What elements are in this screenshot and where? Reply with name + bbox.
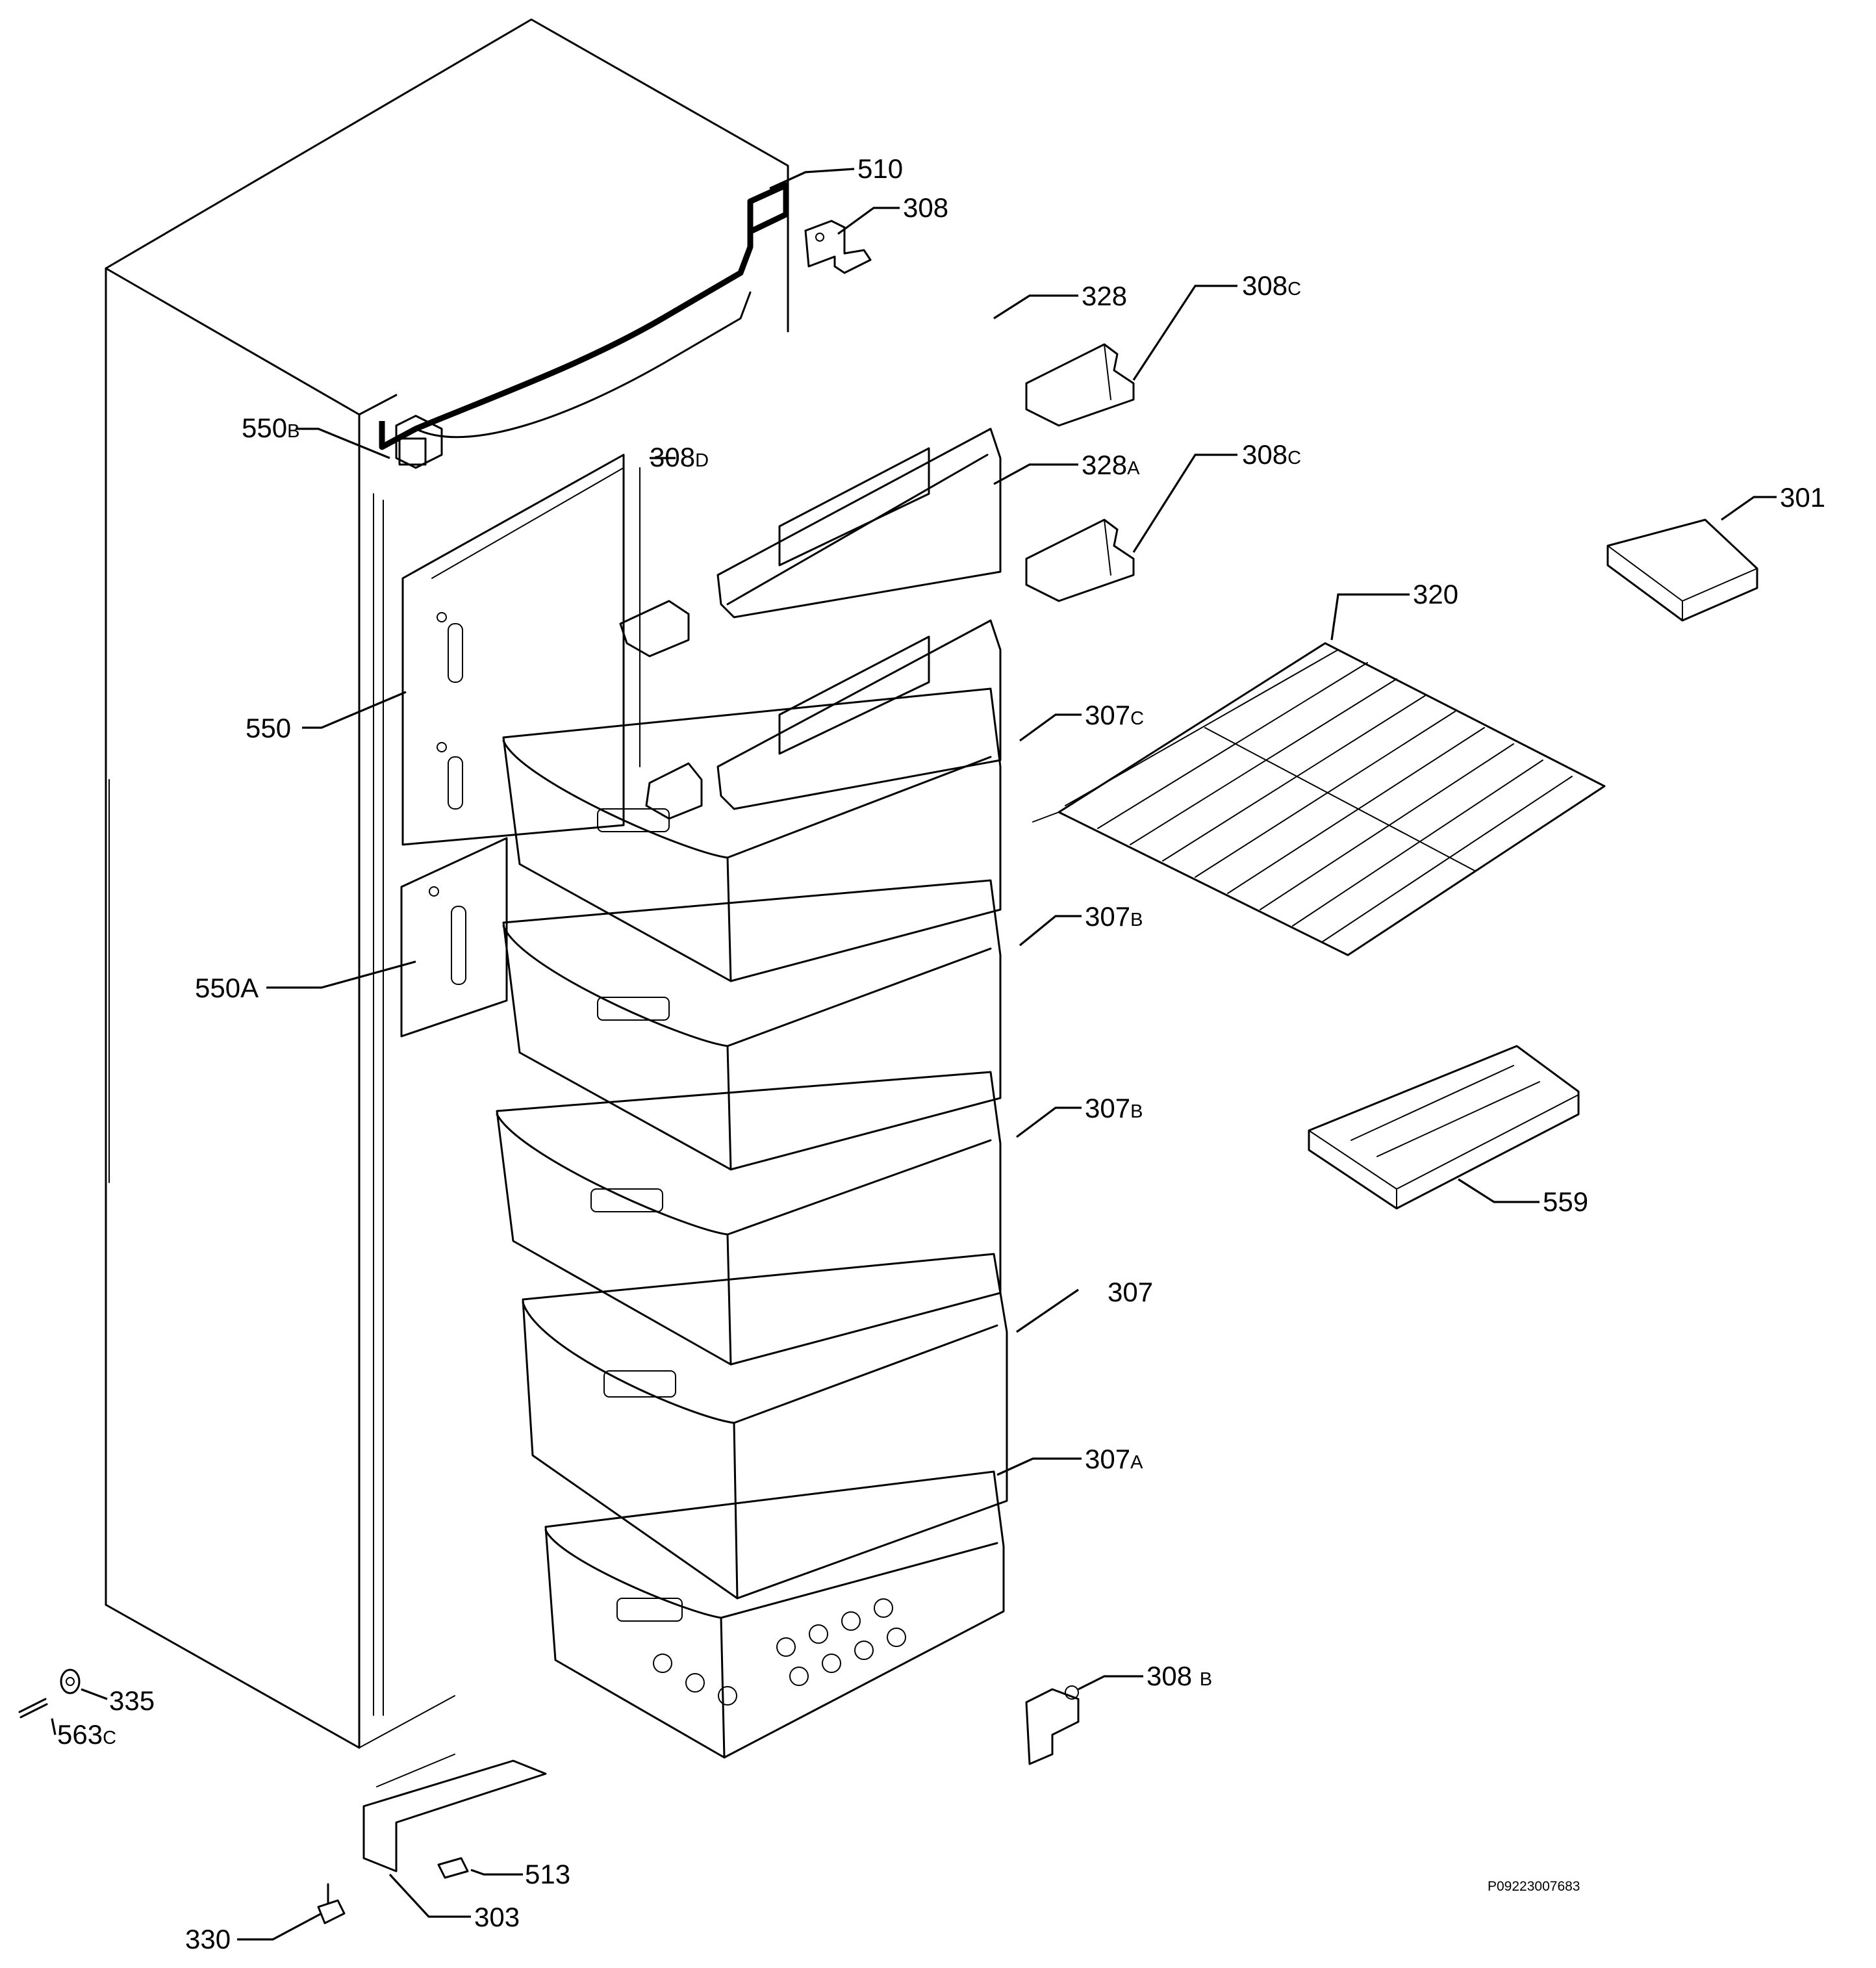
liner-panel-550a <box>400 837 508 1038</box>
label-330: 330 <box>185 1924 231 1954</box>
label-307: 307 <box>1108 1277 1153 1307</box>
pin-563c <box>18 1698 48 1719</box>
label-563c: 563C <box>57 1719 116 1750</box>
leader-lines <box>51 168 1777 1941</box>
wire-shelf-320 <box>1032 642 1606 956</box>
adjustable-foot-330 <box>317 1883 346 1924</box>
tray-559 <box>1308 1045 1580 1210</box>
drawer-307c <box>502 687 1002 982</box>
hinge-308b <box>1025 1685 1080 1765</box>
drawer-307 <box>522 1253 1008 1600</box>
label-550: 550 <box>246 713 291 743</box>
cabinet-body <box>105 18 789 1749</box>
label-308d: 308D <box>650 442 709 472</box>
drawer-front-328a <box>716 619 1002 810</box>
label-308: 308 <box>903 192 948 223</box>
label-301: 301 <box>1780 482 1825 513</box>
ice-tray-301 <box>1606 518 1758 622</box>
label-303: 303 <box>474 1902 520 1932</box>
label-308c-2: 308C <box>1242 439 1301 470</box>
label-328a: 328A <box>1082 450 1140 480</box>
label-307a: 307A <box>1085 1444 1143 1474</box>
drawer-front-328 <box>716 428 1002 619</box>
guide-308c-2 <box>1025 518 1135 602</box>
drawing-code: P09223007683 <box>1488 1879 1580 1894</box>
label-550a: 550A <box>195 973 259 1003</box>
label-335: 335 <box>109 1685 155 1716</box>
label-550b: 550B <box>242 413 299 443</box>
drawer-307b-2 <box>496 1071 1002 1366</box>
label-513: 513 <box>525 1859 570 1889</box>
label-510: 510 <box>857 153 903 184</box>
drawer-307b-1 <box>502 879 1002 1171</box>
label-308c-1: 308C <box>1242 270 1301 301</box>
guide-308d <box>619 467 703 820</box>
label-307b-1: 307B <box>1085 901 1143 932</box>
part-labels: 510 308 328 308C 550B 308D 328A 308C 301… <box>57 153 1825 1954</box>
hinge-308 <box>804 220 872 274</box>
label-307b-2: 307B <box>1085 1093 1143 1123</box>
kick-plate-303 <box>362 1754 547 1879</box>
top-rail-510 <box>379 182 789 469</box>
label-559: 559 <box>1543 1186 1588 1217</box>
label-328: 328 <box>1082 281 1127 311</box>
drawer-307a <box>544 1470 1005 1759</box>
guide-308c-1 <box>1025 343 1135 427</box>
label-320: 320 <box>1413 579 1458 609</box>
label-308b: 308 B <box>1147 1661 1212 1691</box>
cap-335 <box>60 1668 81 1694</box>
label-307c: 307C <box>1085 700 1144 730</box>
liner-panel-550 <box>401 454 625 846</box>
